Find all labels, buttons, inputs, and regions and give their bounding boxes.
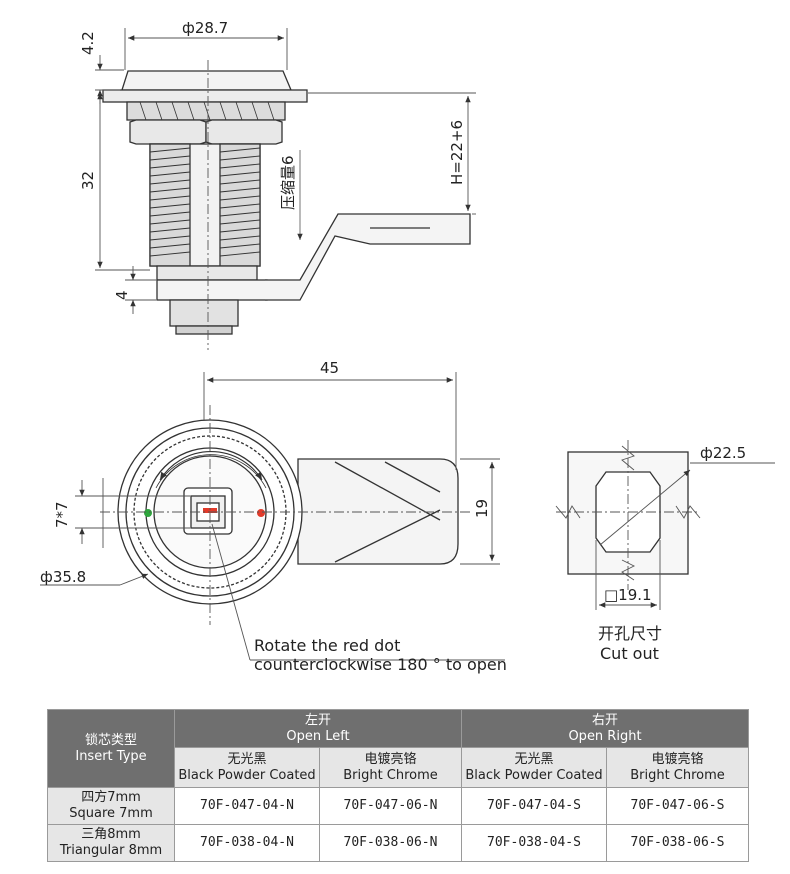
rotate-note-line1: Rotate the red dot [254,636,400,655]
part-number-cell: 70F-047-06-S [606,787,749,825]
red-dot-icon [257,509,265,517]
table-row: 三角8mm Triangular 8mm 70F-038-04-N 70F-03… [47,824,749,862]
finish-header-chrome-right: 电镀亮铬 Bright Chrome [606,747,749,788]
rotate-note-line2: counterclockwise 180 ° to open [254,655,507,674]
cutout-label-en: Cut out [600,644,659,663]
open-right-header: 右开 Open Right [461,709,749,748]
side-view-dimensions [95,28,476,350]
hex-nut-left [129,119,207,145]
finish-header-black-right: 无光黑 Black Powder Coated [461,747,607,788]
red-indicator-bar [203,508,217,513]
dim-insert-size: 7*7 [53,501,71,528]
dim-cutout-square: □19.1 [604,586,652,604]
part-number-cell: 70F-038-04-S [461,824,607,862]
dim-cam-thickness: 4 [113,290,131,300]
table-row: 四方7mm Square 7mm 70F-047-04-N 70F-047-06… [47,787,749,825]
dim-flange-diameter: ф35.8 [40,568,86,586]
dim-cutout-diameter: ф22.5 [700,444,746,462]
cutout-label-cn: 开孔尺寸 [598,624,662,643]
part-number-cell: 70F-047-06-N [319,787,462,825]
part-number-cell: 70F-038-04-N [174,824,320,862]
part-number-cell: 70F-038-06-N [319,824,462,862]
bottom-fastener [169,299,239,327]
dim-grip-range: H=22+6 [448,120,466,185]
dim-head-diameter: ф28.7 [182,19,228,37]
dim-head-height: 4.2 [79,31,97,55]
hex-nut-right [205,119,283,145]
cam-arm [265,213,471,301]
knurled-ring [126,101,286,121]
cam-plate [156,279,268,301]
bottom-collar [156,265,258,281]
front-view-dimensions [40,372,505,661]
dim-body-length: 32 [79,171,97,190]
row-header-triangular: 三角8mm Triangular 8mm [47,824,175,862]
side-view [102,70,471,335]
dim-arm-height: 19 [473,499,491,518]
lock-head-cap [121,70,292,91]
lock-flange [102,89,308,103]
cutout-dimensions [555,440,775,610]
part-number-table: 锁芯类型 Insert Type 左开 Open Left 右开 Open Ri… [47,709,749,862]
part-number-cell: 70F-038-06-S [606,824,749,862]
finish-header-chrome-left: 电镀亮铬 Bright Chrome [319,747,462,788]
finish-header-black-left: 无光黑 Black Powder Coated [174,747,320,788]
part-number-cell: 70F-047-04-S [461,787,607,825]
cam-arm-front [297,458,459,565]
part-number-cell: 70F-047-04-N [174,787,320,825]
open-left-header: 左开 Open Left [174,709,462,748]
row-header-square: 四方7mm Square 7mm [47,787,175,825]
compression-note: 压缩量6 [279,155,297,210]
dim-overall-width: 45 [320,359,339,377]
green-dot-icon [144,509,152,517]
insert-type-header: 锁芯类型 Insert Type [47,709,175,788]
